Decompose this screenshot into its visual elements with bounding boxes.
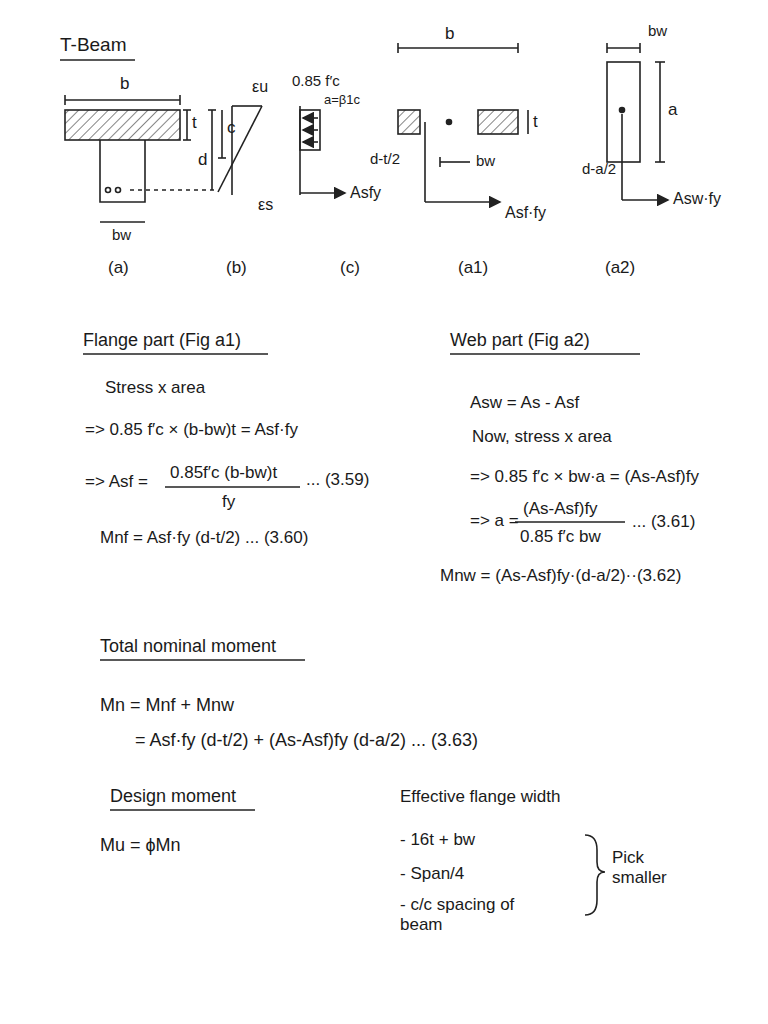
note-text: ... (3.61) <box>632 512 695 532</box>
note-text: Web part (Fig a2) <box>450 330 590 351</box>
note-text: d-t/2 <box>370 150 400 167</box>
note-text: - 16t + bw <box>400 830 475 850</box>
note-text: - Span/4 <box>400 864 464 884</box>
note-text: Pick smaller <box>612 848 692 887</box>
note-text: Mu = ϕMn <box>100 835 181 856</box>
note-text: t <box>192 113 197 133</box>
note-text: Flange part (Fig a1) <box>83 330 241 351</box>
note-text: εs <box>258 196 273 214</box>
note-text: => 0.85 f′c × (b-bw)t = Asf·fy <box>85 420 298 440</box>
note-text: Asfy <box>350 184 381 202</box>
page-title: T-Beam <box>60 34 127 56</box>
note-text: Mn = Mnf + Mnw <box>100 695 234 716</box>
note-text: Mnf = Asf·fy (d-t/2) ... (3.60) <box>100 528 308 548</box>
note-text: c <box>227 118 236 138</box>
note-text: a <box>668 100 677 120</box>
note-text: => 0.85 f′c × bw·a = (As-Asf)fy <box>470 467 699 487</box>
note-text: 0.85 f′c bw <box>520 527 601 547</box>
note-text: (c) <box>340 258 360 278</box>
note-text: Mnw = (As-Asf)fy·(d-a/2)··(3.62) <box>440 566 681 586</box>
note-text: Stress x area <box>105 378 205 398</box>
note-text: - c/c spacing of beam <box>400 895 520 934</box>
note-text: bw <box>112 226 131 243</box>
note-text: => a = <box>470 511 519 531</box>
note-text: εu <box>252 78 268 96</box>
note-text: 0.85 f′c <box>292 72 340 89</box>
note-text: Total nominal moment <box>100 636 276 657</box>
note-text: (b) <box>226 258 247 278</box>
note-text: t <box>533 112 538 132</box>
note-text: Asf·fy <box>505 204 546 222</box>
note-text: = Asf·fy (d-t/2) + (As-Asf)fy (d-a/2) ..… <box>135 730 478 751</box>
note-text: 0.85f′c (b-bw)t <box>170 463 277 483</box>
note-text: bw <box>648 22 667 39</box>
note-text: ... (3.59) <box>306 470 369 490</box>
note-text: fy <box>222 492 235 512</box>
note-text: Now, stress x area <box>472 427 612 447</box>
note-text: (a2) <box>605 258 635 278</box>
note-text: a=β1c <box>324 93 360 108</box>
note-text: (a1) <box>458 258 488 278</box>
note-text: Asw·fy <box>673 190 721 208</box>
note-text: Effective flange width <box>400 787 560 807</box>
note-text: b <box>445 24 454 44</box>
note-text: d <box>198 150 207 170</box>
note-text: b <box>120 74 129 94</box>
note-text: => Asf = <box>85 472 148 492</box>
note-text: bw <box>476 152 495 169</box>
note-text: (a) <box>108 258 129 278</box>
note-text: d-a/2 <box>582 160 616 177</box>
note-text: (As-Asf)fy <box>523 499 598 519</box>
note-text: Asw = As - Asf <box>470 393 579 413</box>
note-text: Design moment <box>110 786 236 807</box>
